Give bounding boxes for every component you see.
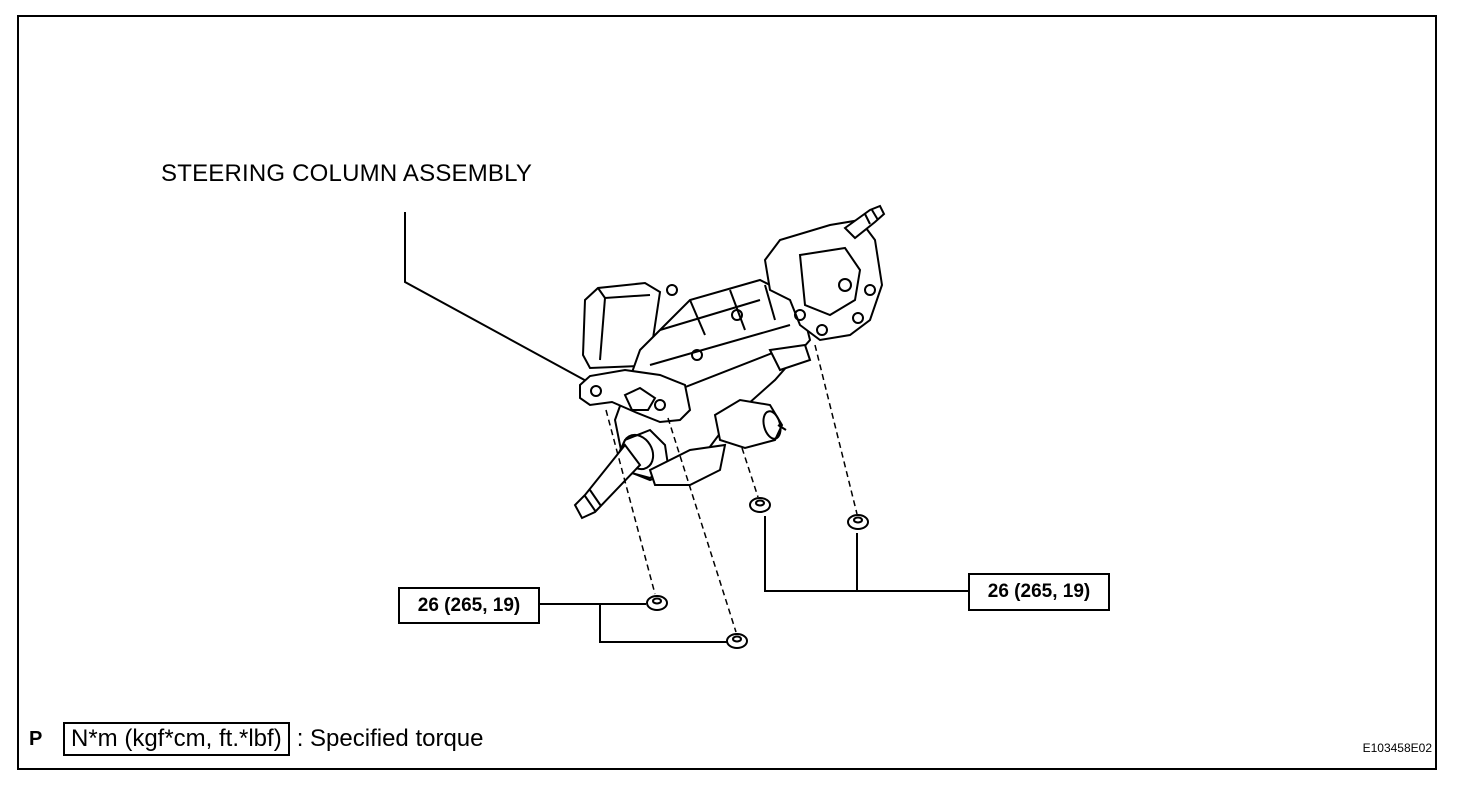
figure-id: E103458E02: [1362, 741, 1432, 755]
label-leader-line: [404, 212, 591, 384]
bottom-housing: [648, 443, 727, 486]
torque-spec-left: 26 (265, 19): [398, 587, 540, 624]
legend-prefix: P: [29, 727, 43, 750]
bolt-axis-line: [605, 409, 656, 595]
nut: [726, 633, 748, 649]
nut: [646, 595, 668, 611]
legend-description: : Specified torque: [296, 725, 484, 752]
torque-legend: P N*m (kgf*cm, ft.*lbf) : Specified torq…: [29, 722, 484, 756]
bolt-axis-line: [814, 344, 858, 515]
diagram-frame: [17, 15, 1437, 770]
torque-leader-left: [599, 604, 727, 643]
bolt-axis-line: [741, 447, 759, 498]
torque-leader-right: [764, 516, 968, 592]
lower-shaft: [573, 443, 642, 520]
bolt-axis-line: [667, 417, 737, 633]
part-label: STEERING COLUMN ASSEMBLY: [161, 160, 533, 187]
tilt-motor: [713, 398, 784, 450]
upper-mechanism: [763, 218, 884, 342]
nut: [749, 497, 771, 513]
torque-spec-right: 26 (265, 19): [968, 573, 1110, 611]
rear-arm: [768, 343, 812, 372]
nut: [847, 514, 869, 530]
legend-unit-box: N*m (kgf*cm, ft.*lbf): [63, 722, 290, 756]
